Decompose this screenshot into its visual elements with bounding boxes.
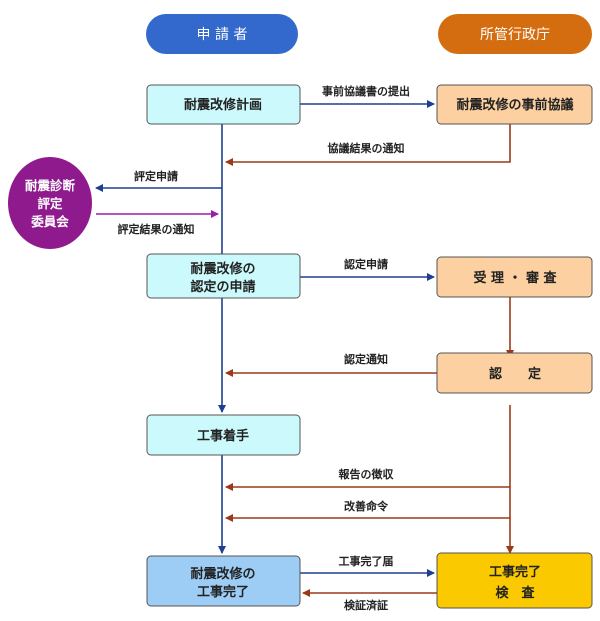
box-complete-label-1: 耐震改修の (190, 566, 255, 582)
label-eval-app: 評定申請 (134, 169, 178, 183)
box-review-label: 受 理 ・ 審 査 (473, 270, 557, 286)
box-cert-app (146, 253, 301, 299)
box-inspection-label-2: 検 査 (495, 585, 535, 601)
box-cert-label: 認 定 (489, 366, 541, 382)
box-inspection-label-1: 工事完了 (489, 564, 541, 580)
header-authority: 所管行政庁 (438, 14, 592, 54)
box-plan (146, 84, 301, 125)
committee-circle: 耐震診断 評定 委員会 (8, 157, 92, 249)
connectors (95, 100, 514, 597)
arrow-pre-result (225, 124, 511, 166)
label-submit-pre: 事前協議書の提出 (322, 84, 410, 98)
label-cert-app: 認定申請 (344, 257, 388, 271)
header-authority-label: 所管行政庁 (480, 27, 550, 43)
label-certificate: 検証済証 (344, 598, 388, 612)
box-inspection (436, 552, 593, 609)
committee-label-2: 評定 (37, 196, 63, 211)
label-pre-result: 協議結果の通知 (328, 141, 405, 155)
box-cert-app-label-2: 認定の申請 (190, 279, 255, 295)
box-cert (436, 352, 593, 394)
label-cert-notice: 認定通知 (344, 352, 388, 366)
box-cert-app-label-1: 耐震改修の (190, 261, 255, 277)
box-pre-consult (436, 84, 593, 125)
committee-label-1: 耐震診断 (25, 178, 76, 193)
label-report: 報告の徴収 (339, 467, 395, 481)
header-applicant: 申 請 者 (146, 14, 298, 54)
box-review (436, 256, 593, 298)
label-complete-notice: 工事完了届 (339, 554, 394, 568)
label-improve: 改善命令 (344, 499, 389, 513)
box-pre-consult-label: 耐震改修の事前協議 (456, 97, 573, 113)
box-complete (146, 555, 301, 607)
box-complete-label-2: 工事完了 (197, 584, 249, 600)
label-eval-result: 評定結果の通知 (118, 222, 195, 236)
box-start-label: 工事着手 (197, 428, 249, 444)
header-applicant-label: 申 請 者 (197, 27, 248, 43)
committee-label-3: 委員会 (30, 214, 69, 229)
box-plan-label: 耐震改修計画 (184, 97, 262, 113)
box-start (146, 414, 301, 456)
